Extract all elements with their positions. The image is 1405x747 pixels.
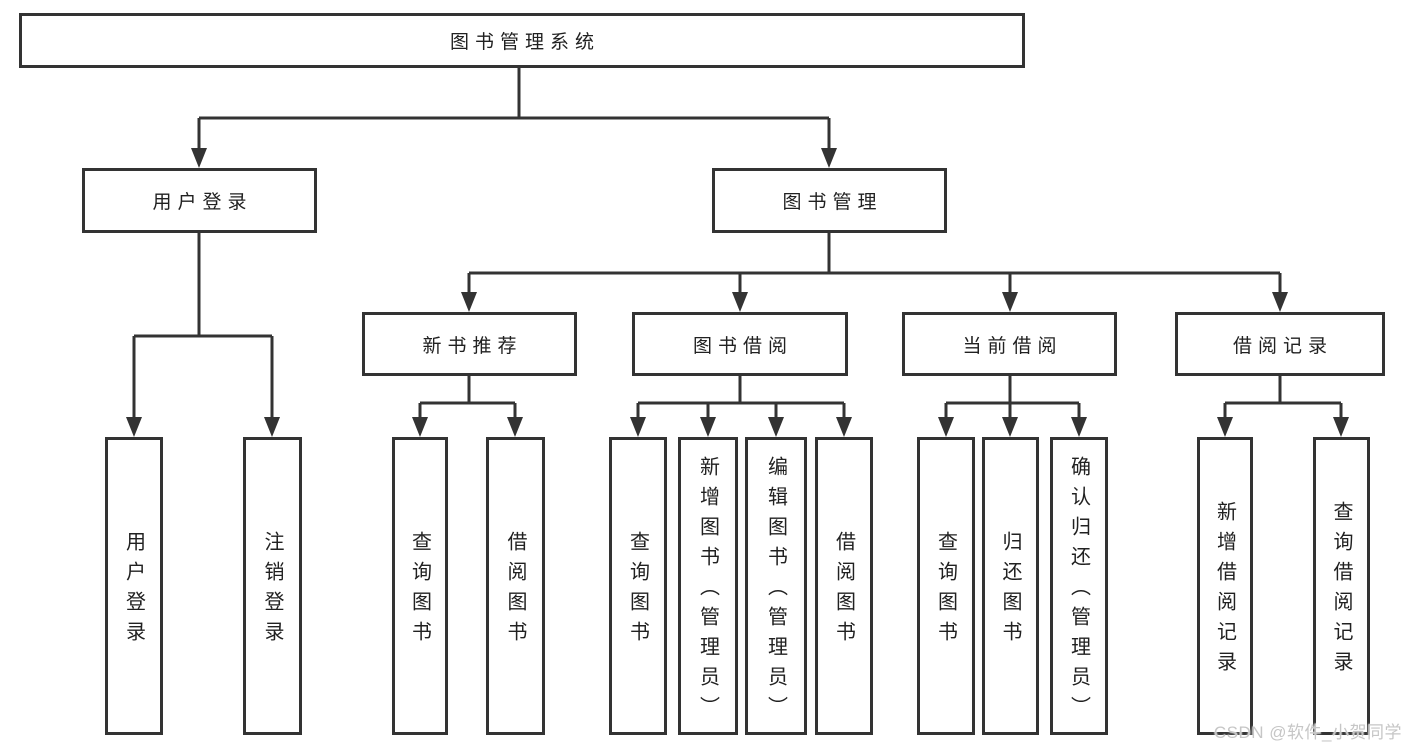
leaf-bb-borrow-books: 借阅图书	[815, 437, 873, 735]
arrowhead	[1002, 417, 1018, 437]
arrowhead	[768, 417, 784, 437]
arrowhead	[412, 417, 428, 437]
leaf-user-login-label: 用户登录	[122, 531, 145, 651]
arrowhead	[461, 292, 477, 312]
arrowhead	[630, 417, 646, 437]
leaf-cb-return-books: 归还图书	[982, 437, 1039, 735]
connector-book-borrowing-to-leaves	[636, 375, 846, 419]
node-root: 图书管理系统	[19, 13, 1025, 68]
leaf-br-add-record: 新增借阅记录	[1197, 437, 1253, 735]
connector-borrowing-records-to-leaves	[1223, 376, 1343, 419]
leaf-nbr-query-books-label: 查询图书	[408, 531, 431, 651]
connector-user-login-to-leaves	[132, 233, 274, 419]
node-book-management-label: 图书管理	[782, 192, 883, 213]
node-user-login-label: 用户登录	[152, 192, 253, 213]
arrowhead	[126, 417, 142, 437]
leaf-bb-borrow-books-label: 借阅图书	[832, 531, 855, 651]
node-book-borrowing-label: 图书借阅	[692, 335, 793, 357]
leaf-br-query-record-label: 查询借阅记录	[1330, 501, 1352, 681]
arrowhead	[1217, 417, 1233, 437]
arrowhead	[1272, 292, 1288, 312]
leaf-bb-query-books-label: 查询图书	[626, 531, 649, 651]
leaf-bb-add-book-admin: 新增图书（管理员）	[678, 437, 738, 735]
leaf-bb-query-books: 查询图书	[609, 437, 667, 735]
arrowhead	[264, 417, 280, 437]
leaf-bb-edit-book-admin: 编辑图书（管理员）	[745, 437, 807, 735]
node-book-borrowing: 图书借阅	[632, 312, 848, 376]
arrowhead	[700, 417, 716, 437]
leaf-cb-query-books: 查询图书	[917, 437, 975, 735]
leaf-bb-edit-book-admin-label: 编辑图书（管理员）	[764, 456, 787, 726]
arrowhead	[191, 148, 207, 168]
node-current-borrowing: 当前借阅	[902, 312, 1117, 376]
leaf-bb-add-book-admin-label: 新增图书（管理员）	[696, 456, 719, 726]
leaf-cb-confirm-return-admin: 确认归还（管理员）	[1050, 437, 1108, 735]
watermark: CSDN @软件_小贺同学	[1213, 723, 1402, 742]
node-new-book-recommendation-label: 新书推荐	[422, 335, 523, 357]
node-book-management: 图书管理	[712, 168, 947, 233]
leaf-logout-label: 注销登录	[261, 531, 283, 651]
leaf-user-login: 用户登录	[105, 437, 163, 735]
connector-new-book-recommendation-to-leaves	[418, 376, 517, 419]
node-new-book-recommendation: 新书推荐	[362, 312, 577, 376]
connector-book-management-to-level3	[467, 232, 1282, 294]
arrowhead	[821, 148, 837, 168]
node-borrowing-records: 借阅记录	[1175, 312, 1385, 376]
leaf-cb-query-books-label: 查询图书	[934, 531, 957, 651]
node-root-label: 图书管理系统	[449, 32, 600, 53]
leaf-nbr-query-books: 查询图书	[392, 437, 448, 735]
connector-current-borrowing-to-leaves	[944, 376, 1081, 419]
arrowhead	[1002, 292, 1018, 312]
node-user-login: 用户登录	[82, 168, 317, 233]
arrowhead	[1333, 417, 1349, 437]
leaf-nbr-borrow-books: 借阅图书	[486, 437, 545, 735]
connector-root-to-level2	[197, 68, 831, 150]
arrowhead	[938, 417, 954, 437]
arrowhead	[1071, 417, 1087, 437]
leaf-cb-return-books-label: 归还图书	[999, 531, 1021, 651]
leaf-cb-confirm-return-admin-label: 确认归还（管理员）	[1067, 456, 1090, 726]
arrowhead	[732, 292, 748, 312]
leaf-nbr-borrow-books-label: 借阅图书	[504, 531, 526, 651]
leaf-logout: 注销登录	[243, 437, 302, 735]
arrowhead	[836, 417, 852, 437]
node-borrowing-records-label: 借阅记录	[1232, 335, 1333, 357]
arrowhead	[507, 417, 523, 437]
leaf-br-query-record: 查询借阅记录	[1313, 437, 1370, 735]
leaf-br-add-record-label: 新增借阅记录	[1213, 501, 1236, 681]
node-current-borrowing-label: 当前借阅	[962, 335, 1063, 357]
